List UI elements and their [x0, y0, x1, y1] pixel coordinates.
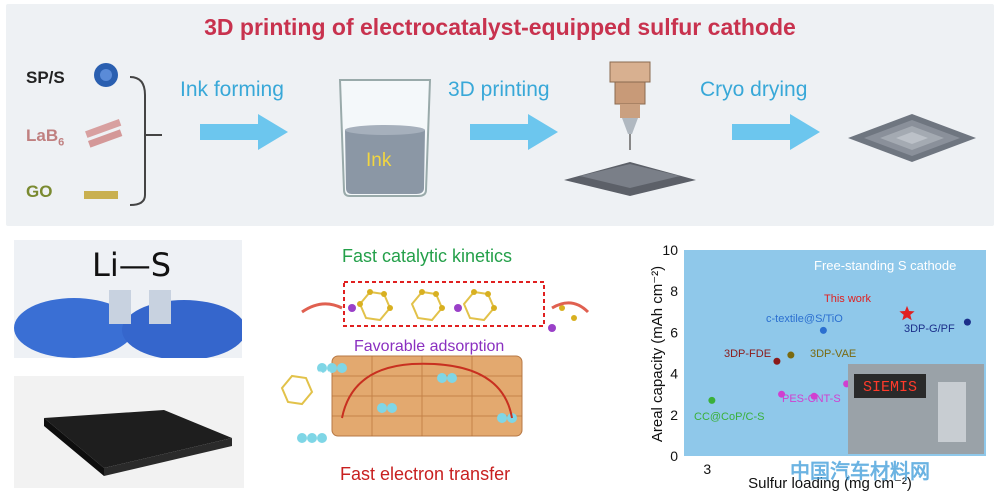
print-nozzle-icon — [564, 61, 696, 196]
point-annotation: 3DP-VAE — [810, 348, 856, 360]
electron-transfer-label: Fast electron transfer — [340, 464, 511, 484]
process-panel — [6, 4, 994, 226]
y-tick-label: 2 — [670, 407, 678, 423]
adsorption-label: Favorable adsorption — [354, 338, 505, 355]
li-s-text: Li—S — [92, 246, 172, 284]
mechanism-diagram: Fast catalytic kinetics — [262, 238, 592, 493]
watermark: 中国汽车材料网 — [790, 461, 930, 483]
data-point-8 — [708, 396, 716, 404]
data-point-2 — [819, 326, 827, 334]
arrow-right-icon — [732, 114, 820, 150]
chart-title: Free-standing S cathode — [814, 258, 956, 273]
point-annotation: c-textile@S/TiO — [766, 313, 843, 325]
y-tick-label: 10 — [662, 242, 678, 258]
step-3d-printing: 3D printing — [448, 78, 550, 101]
x-axis-label: Sulfur loading (mg cm⁻²) — [748, 475, 912, 492]
inset-led-text: SIEMIS — [863, 379, 917, 396]
go-sheet-icon — [84, 191, 118, 199]
data-point-3 — [773, 357, 781, 365]
electron-label: e⁻ — [512, 434, 528, 450]
data-point-4 — [787, 351, 795, 359]
x-tick-label: 3 — [703, 461, 711, 477]
data-point-5 — [778, 390, 786, 398]
y-tick-label: 8 — [670, 283, 678, 299]
y-tick-label: 0 — [670, 448, 678, 464]
data-point-0 — [899, 305, 915, 321]
inset-photo: SIEMIS — [848, 364, 984, 454]
step-cryo-drying: Cryo drying — [700, 78, 808, 101]
point-annotation: PES-CNT-S — [782, 393, 841, 405]
lab6-crystals-icon — [85, 119, 123, 148]
arrow-right-icon — [470, 114, 558, 150]
kinetics-label: Fast catalytic kinetics — [342, 246, 513, 266]
material-sps: SP/S — [26, 68, 65, 87]
y-tick-label: 6 — [670, 324, 678, 340]
y-axis-label: Areal capacity (mAh cm⁻²) — [649, 266, 666, 442]
electron-label: e⁻ — [316, 366, 332, 382]
beaker-icon — [338, 79, 432, 197]
chart-svg: Free-standing S cathode Areal capacity (… — [649, 242, 986, 492]
step-ink-forming: Ink forming — [180, 78, 284, 101]
cathode-icon — [848, 114, 976, 162]
point-annotation: This work — [824, 293, 872, 305]
point-annotation: 3DP-FDE — [724, 348, 771, 360]
page-title: 3D printing of electrocatalyst-equipped … — [204, 14, 796, 40]
arrow-right-icon — [200, 114, 288, 150]
point-annotation: 3DP-G/PF — [904, 323, 955, 335]
photo-li-s-flexible: Li—S — [14, 240, 242, 358]
ink-label: Ink — [366, 150, 392, 171]
point-annotation: CC@CoP/C-S — [694, 411, 764, 423]
areal-capacity-chart: Free-standing S cathode Areal capacity (… — [604, 232, 996, 494]
material-lab6: LaB6 — [26, 126, 65, 149]
photo-printed-lattice — [14, 376, 244, 488]
materials-icons — [84, 63, 162, 206]
electron-label: e⁻ — [532, 366, 548, 382]
y-tick-label: 4 — [670, 366, 678, 382]
material-go: GO — [26, 182, 53, 201]
data-point-1 — [963, 318, 971, 326]
data-point-6 — [810, 392, 818, 400]
electron-label: e⁻ — [340, 438, 356, 454]
